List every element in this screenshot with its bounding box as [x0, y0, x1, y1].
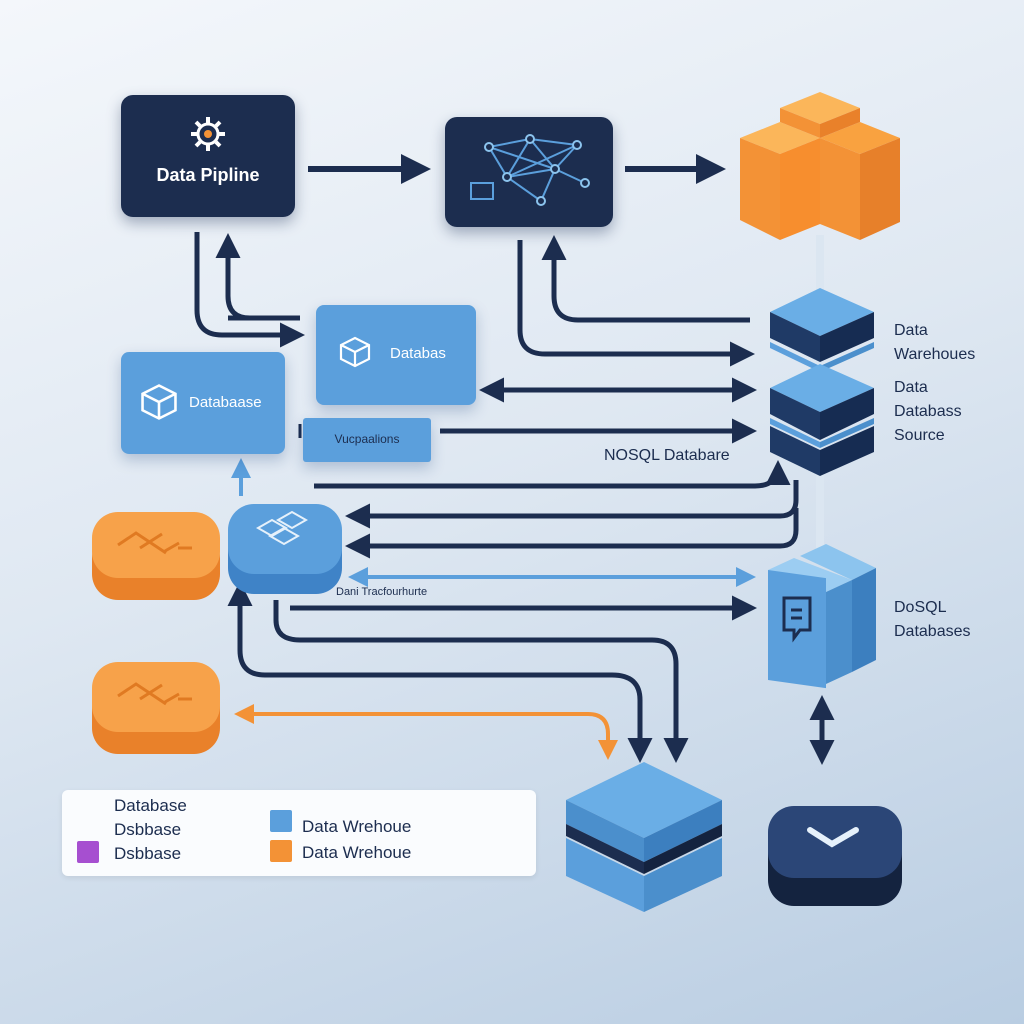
warehouses-label: Data Warehoues [894, 319, 975, 367]
legend-item: Database [114, 796, 187, 815]
visualization-label: Vucpaalions [334, 432, 400, 446]
orange-slab-top-icon [92, 512, 220, 600]
orange-cubes-icon [740, 92, 900, 240]
data-pipeline-node[interactable]: Data Pipline [121, 95, 295, 217]
legend-swatch-blue [270, 810, 292, 832]
legend-item: Data Wrehoue [302, 843, 412, 862]
arrow-transform-to-bottom-stack-2 [273, 600, 689, 763]
database-top-label: Databas [390, 345, 446, 362]
network-node[interactable] [445, 117, 613, 227]
nosql-database-label: NOSQL Databare [604, 447, 730, 464]
pipeline-label: Data Pipline [156, 165, 260, 185]
source-label-line-1: Data [894, 379, 928, 396]
warehouses-label-line-1: Data [894, 322, 928, 339]
arrow-warehouse-to-network [541, 235, 750, 323]
database-top-node[interactable]: Databas [316, 305, 476, 405]
legend-item: Data Wrehoue [302, 817, 412, 836]
arrow-to-source-up [314, 460, 791, 489]
transform-node-icon [228, 504, 342, 594]
arrow-orange-to-bottom-stack [234, 704, 618, 760]
cube-icon [141, 384, 177, 420]
check-slab-icon [768, 806, 902, 906]
source-label-line-2: Databass [894, 403, 962, 420]
visualization-node[interactable]: Vucpaalions [303, 418, 431, 462]
arrow-transform-to-bottom-stack [227, 581, 653, 763]
dosql-label: DoSQL Databases [894, 596, 971, 644]
arrow-network-to-warehouse [517, 240, 755, 367]
gear-icon [191, 117, 225, 151]
cube-icon [339, 336, 371, 368]
dosql-label-line-2: Databases [894, 623, 971, 640]
dosql-label-line-1: DoSQL [894, 599, 947, 616]
warehouse-stack-icon [770, 288, 874, 476]
bottom-data-stack-icon [566, 762, 722, 912]
legend-swatch-purple [77, 841, 99, 863]
legend-item: Dsbbase [114, 820, 182, 839]
source-label: Data Databass Source [894, 376, 962, 448]
network-graph-icon [470, 134, 590, 206]
orange-slab-bottom-icon [92, 662, 220, 754]
legend: Database Dsbbase Dsbbase Data Wrehoue Da… [62, 790, 536, 876]
document-icon [782, 596, 812, 643]
arrow-db-to-pipeline [215, 233, 300, 321]
arrow-source-to-transform-2 [345, 508, 799, 559]
warehouses-label-line-2: Warehoues [894, 346, 976, 363]
database-left-node[interactable]: Databaase [121, 352, 285, 454]
arrow-source-to-transform [345, 480, 799, 529]
source-label-line-3: Source [894, 427, 945, 444]
legend-item: Dsbbase [114, 844, 182, 863]
database-left-label: Databaase [189, 394, 262, 411]
transform-label: Dani Tracfourhurte [336, 586, 428, 598]
legend-swatch-orange [270, 840, 292, 862]
arrow-pipeline-down [194, 232, 305, 348]
